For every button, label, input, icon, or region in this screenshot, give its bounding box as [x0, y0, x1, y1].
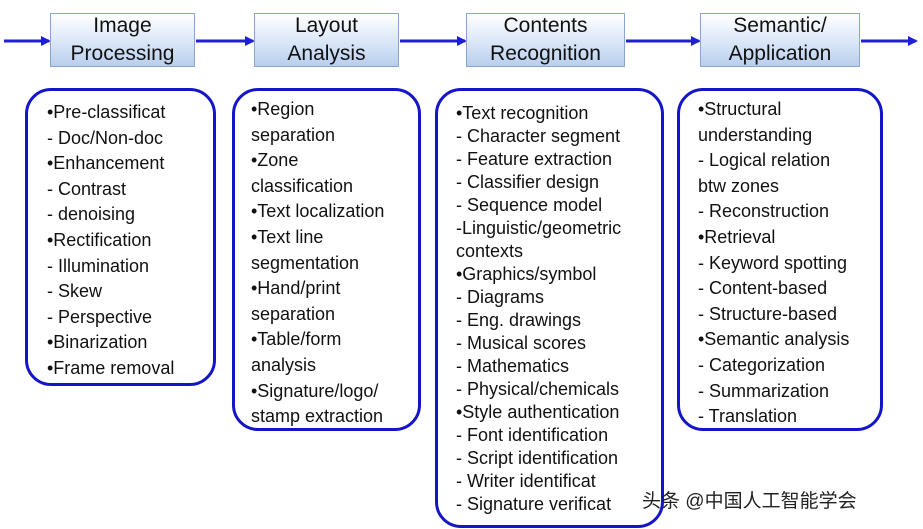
list-item: - Character segment [456, 126, 621, 146]
list-item: - Illumination [47, 255, 150, 276]
list-item: - Doc/Non-doc [47, 127, 164, 148]
list-item: •Text line [251, 226, 324, 247]
list-item: - Classifier design [456, 172, 600, 192]
list-item: - denoising [47, 204, 136, 225]
panel-semantic-application: •Structural understanding - Logical relati… [677, 88, 883, 431]
list-item: - Font identification [456, 425, 609, 445]
list-item: - Eng. drawings [456, 310, 582, 330]
list-item: - Translation [698, 406, 798, 427]
stage-label: Semantic/ Application [728, 14, 832, 65]
list-item: •Region [251, 99, 315, 119]
stage-label: Image Processing [70, 14, 175, 65]
list-item: separation [251, 303, 336, 324]
list-item: - Sequence model [456, 195, 603, 215]
list-item: - Perspective [47, 306, 153, 327]
list-item: - Musical scores [456, 333, 587, 353]
stage-contents-recognition: Contents Recognition [466, 13, 625, 67]
list-item: contexts [456, 241, 524, 261]
list-item: stamp extraction [251, 406, 384, 427]
list-item: btw zones [698, 175, 780, 196]
item-list: •Pre-classificat - Doc/Non-doc •Enhancemen… [47, 100, 213, 382]
list-item: •Text localization [251, 201, 385, 222]
panel-image-processing: •Pre-classificat - Doc/Non-doc •Enhancemen… [25, 88, 216, 386]
list-item: •Retrieval [698, 226, 776, 247]
item-list: •Structural understanding - Logical relati… [698, 97, 880, 428]
list-item: •Text recognition [456, 103, 589, 123]
list-item: analysis [251, 354, 317, 375]
list-item: - Summarization [698, 380, 830, 401]
list-item: - Mathematics [456, 356, 570, 376]
list-item: - Reconstruction [698, 201, 830, 222]
list-item: •Binarization [47, 332, 148, 353]
stage-semantic-application: Semantic/ Application [700, 13, 860, 67]
list-item: - Feature extraction [456, 149, 613, 169]
list-item: •Signature/logo/ [251, 380, 379, 401]
list-item: - Skew [47, 281, 103, 302]
list-item: •Graphics/symbol [456, 264, 597, 284]
list-item: •Semantic analysis [698, 329, 850, 350]
list-item: - Categorization [698, 354, 826, 375]
item-list: •Text recognition - Character segment - Fe… [456, 102, 661, 516]
watermark: 头条 @中国人工智能学会 [642, 491, 857, 512]
list-item: •Enhancement [47, 153, 165, 174]
list-item: - Diagrams [456, 287, 545, 307]
list-item: - Contrast [47, 178, 127, 199]
panel-layout-analysis: •Region separation •Zone classification •Tex… [232, 88, 421, 431]
list-item: - Signature verificat [456, 494, 612, 514]
list-item: understanding [698, 124, 813, 145]
list-item: -Linguistic/geometric [456, 218, 622, 238]
list-item: •Frame removal [47, 357, 175, 378]
list-item: - Script identification [456, 448, 619, 468]
stage-layout-analysis: Layout Analysis [254, 13, 399, 67]
list-item: •Pre-classificat [47, 102, 166, 122]
list-item: segmentation [251, 252, 360, 273]
list-item: •Hand/print [251, 278, 341, 299]
item-list: •Region separation •Zone classification •Tex… [251, 97, 418, 428]
list-item: •Structural [698, 99, 782, 119]
list-item: - Physical/chemicals [456, 379, 620, 399]
stage-image-processing: Image Processing [50, 13, 195, 67]
list-item: •Style authentication [456, 402, 620, 422]
list-item: - Keyword spotting [698, 252, 848, 273]
list-item: •Table/form [251, 329, 342, 350]
list-item: - Logical relation [698, 150, 831, 171]
list-item: separation [251, 124, 336, 145]
list-item: - Structure-based [698, 303, 838, 324]
stage-label: Contents Recognition [490, 14, 601, 65]
list-item: •Rectification [47, 229, 152, 250]
panel-contents-recognition: •Text recognition - Character segment - Fe… [435, 88, 664, 528]
list-item: classification [251, 175, 354, 196]
stage-label: Layout Analysis [287, 14, 366, 65]
list-item: - Writer identificat [456, 471, 596, 491]
list-item: •Zone [251, 150, 299, 171]
list-item: - Content-based [698, 278, 828, 299]
